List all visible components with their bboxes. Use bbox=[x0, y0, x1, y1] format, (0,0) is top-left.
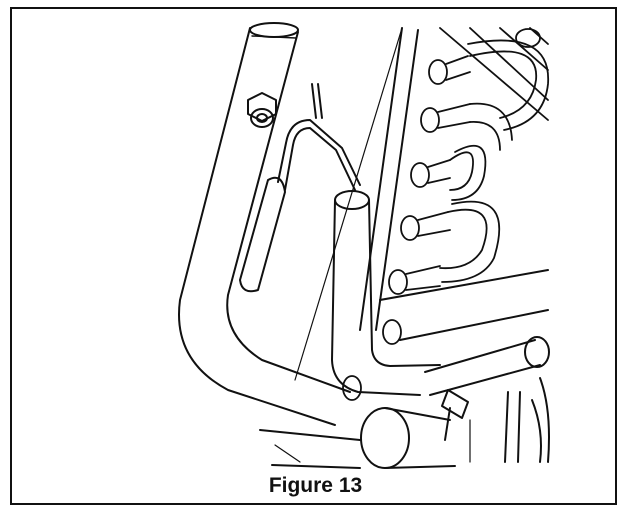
figure-caption: Figure 13 bbox=[268, 474, 363, 497]
